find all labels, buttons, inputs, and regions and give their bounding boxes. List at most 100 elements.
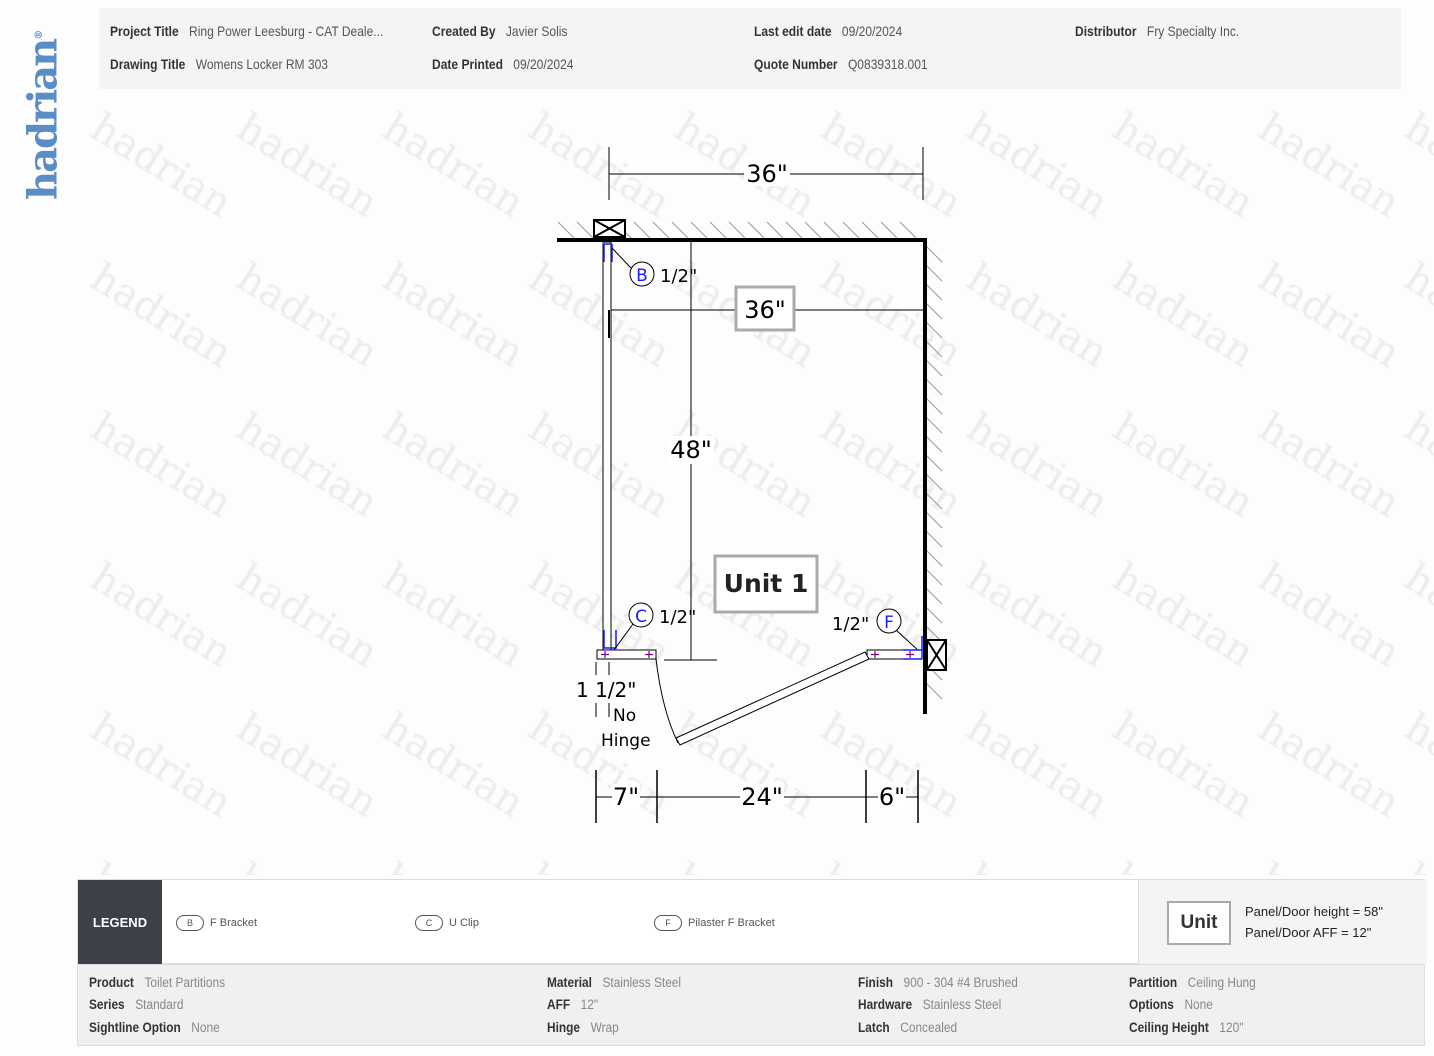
hatch-line [925, 549, 943, 567]
legend-code: F [654, 915, 682, 931]
legend-code: C [415, 915, 443, 931]
value: Ceiling Hung [1187, 975, 1256, 990]
value: None [191, 1020, 220, 1035]
legend-label: Pilaster F Bracket [688, 917, 775, 929]
value: 900 - 304 #4 Brushed [903, 975, 1018, 990]
b-dim-label: 1/2" [660, 266, 697, 287]
value: Javier Solis [505, 23, 568, 39]
spec-hinge: Hinge Wrap [547, 1020, 619, 1035]
door-width-dim: 24" [741, 783, 783, 811]
hatch-line [690, 221, 709, 240]
bottom-left-dim: 7" [613, 783, 639, 811]
label: Partition [1129, 975, 1178, 990]
u-clip-icon [603, 630, 617, 649]
label: Product [89, 975, 134, 990]
fastener-marks [601, 651, 914, 658]
value: Wrap [590, 1020, 619, 1035]
value: None [1184, 997, 1213, 1012]
label: Finish [858, 975, 893, 990]
spec-sightline: Sightline Option None [89, 1020, 220, 1035]
hatch-line [880, 221, 899, 240]
left-offset-label: 1 1/2" [576, 678, 636, 702]
label: Distributor [1075, 23, 1137, 39]
label: Drawing Title [110, 56, 186, 72]
hatch-line [842, 221, 861, 240]
value: Toilet Partitions [144, 975, 226, 990]
c-dim-label: 1/2" [659, 607, 696, 628]
hatch-line [925, 511, 943, 529]
f-dim-label: 1/2" [832, 614, 869, 635]
value: Concealed [900, 1020, 958, 1035]
spec-product: Product Toilet Partitions [89, 975, 225, 990]
label: Options [1129, 997, 1174, 1012]
b-marker: B [636, 266, 648, 286]
panel-aff: Panel/Door AFF = 12" [1245, 925, 1372, 940]
left-panel [602, 241, 612, 651]
value: 12" [580, 997, 599, 1012]
no-hinge-label: No [613, 706, 636, 726]
f-bracket-icon [603, 243, 613, 262]
label: Project Title [110, 23, 179, 39]
legend-code: B [176, 915, 204, 931]
label: Sightline Option [89, 1020, 181, 1035]
hatch-line [557, 221, 576, 240]
b-marker-circle [629, 261, 655, 287]
hatch-line [925, 283, 943, 301]
hatch-line [925, 606, 943, 624]
inner-width-label: 36" [744, 296, 786, 324]
label: Hardware [858, 997, 913, 1012]
hatch-line [925, 587, 943, 605]
label: Quote Number [754, 56, 838, 72]
value: Womens Locker RM 303 [195, 56, 328, 72]
f-marker-circle [876, 608, 902, 634]
value: Stainless Steel [922, 997, 1002, 1012]
floor-anchor-icon [926, 639, 947, 671]
value: Standard [135, 997, 184, 1012]
door-swing-arc [655, 658, 679, 744]
pilaster-bracket-icon [903, 636, 923, 660]
hatch-line [576, 221, 595, 240]
bottom-right-dim: 6" [879, 783, 905, 811]
unit-info: Unit Panel/Door height = 58" Panel/Door … [1138, 880, 1427, 964]
value: Stainless Steel [602, 975, 682, 990]
spec-series: Series Standard [89, 997, 183, 1012]
legend-title: LEGEND [78, 880, 162, 965]
spec-options: Options None [1129, 997, 1213, 1012]
hatch-line [925, 682, 943, 700]
hatch-line [861, 221, 880, 240]
legend-item-b: B F Bracket [176, 915, 257, 931]
label: Last edit date [754, 23, 832, 39]
no-hinge-label-2: Hinge [601, 731, 651, 751]
hatch-line [728, 221, 747, 240]
f-marker: F [884, 613, 894, 633]
hatch-line [925, 473, 943, 491]
hatch-line [709, 221, 728, 240]
spec-aff: AFF 12" [547, 997, 598, 1012]
panel-height: Panel/Door height = 58" [1245, 904, 1383, 919]
left-pilaster [596, 649, 657, 660]
hatch-line [925, 359, 943, 377]
legend-label: F Bracket [210, 917, 258, 929]
hatch-line [633, 221, 652, 240]
label: Hinge [547, 1020, 581, 1035]
label: Date Printed [432, 56, 503, 72]
label: Series [89, 997, 125, 1012]
hatch-line [804, 221, 823, 240]
unit-chip: Unit [1167, 901, 1231, 945]
hatch-line [925, 454, 943, 472]
hatch-line [925, 568, 943, 586]
label: Material [547, 975, 592, 990]
label: AFF [547, 997, 571, 1012]
hatch-line [899, 221, 918, 240]
hatch-line [925, 435, 943, 453]
hatch-line [925, 245, 943, 263]
hatch-line [925, 340, 943, 358]
